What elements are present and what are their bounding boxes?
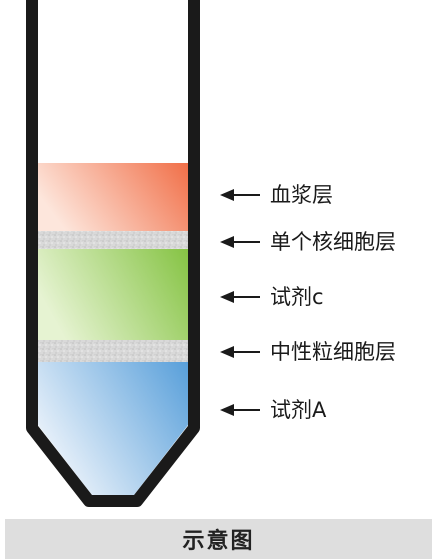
test-tube-outline [26, 0, 200, 507]
caption-bar: 示意图 [5, 519, 432, 559]
label-plasma: 血浆层 [270, 183, 333, 207]
neutrophil-layer [38, 340, 188, 362]
label-mononuclear: 单个核细胞层 [270, 230, 396, 254]
label-neutrophil: 中性粒细胞层 [270, 340, 396, 364]
caption-text: 示意图 [182, 529, 255, 554]
reagent-a-layer [38, 362, 188, 495]
arrow-mononuclear [220, 236, 260, 248]
arrow-reagent-c [220, 291, 260, 303]
plasma-layer [38, 163, 188, 231]
reagent-c-layer [38, 249, 188, 340]
label-reagent-a: 试剂A [270, 398, 327, 422]
arrow-neutrophil [220, 346, 260, 358]
arrow-reagent-a [220, 404, 260, 416]
mononuclear-cell-layer [38, 231, 188, 249]
arrow-plasma [220, 189, 260, 201]
label-reagent-c: 试剂c [270, 285, 324, 309]
